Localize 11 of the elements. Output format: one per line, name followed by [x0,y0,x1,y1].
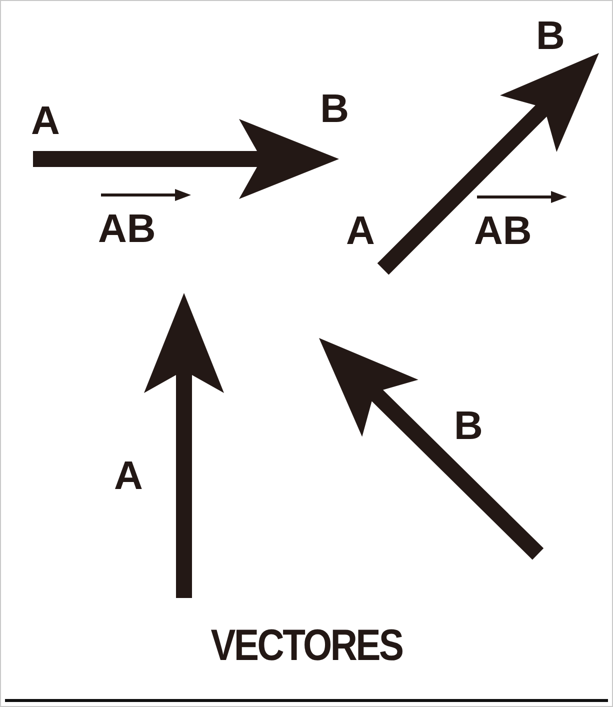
point-label: A [346,211,375,251]
edge-label: AB [98,209,156,249]
point-label: B [454,406,483,446]
edge-label: AB [474,211,532,251]
arrow [33,119,339,199]
point-label: A [114,456,143,496]
point-label: A [31,101,60,141]
arrow [377,53,599,275]
point-label: B [536,16,565,56]
point-label: B [320,89,349,129]
caption: VECTORES [210,621,404,671]
